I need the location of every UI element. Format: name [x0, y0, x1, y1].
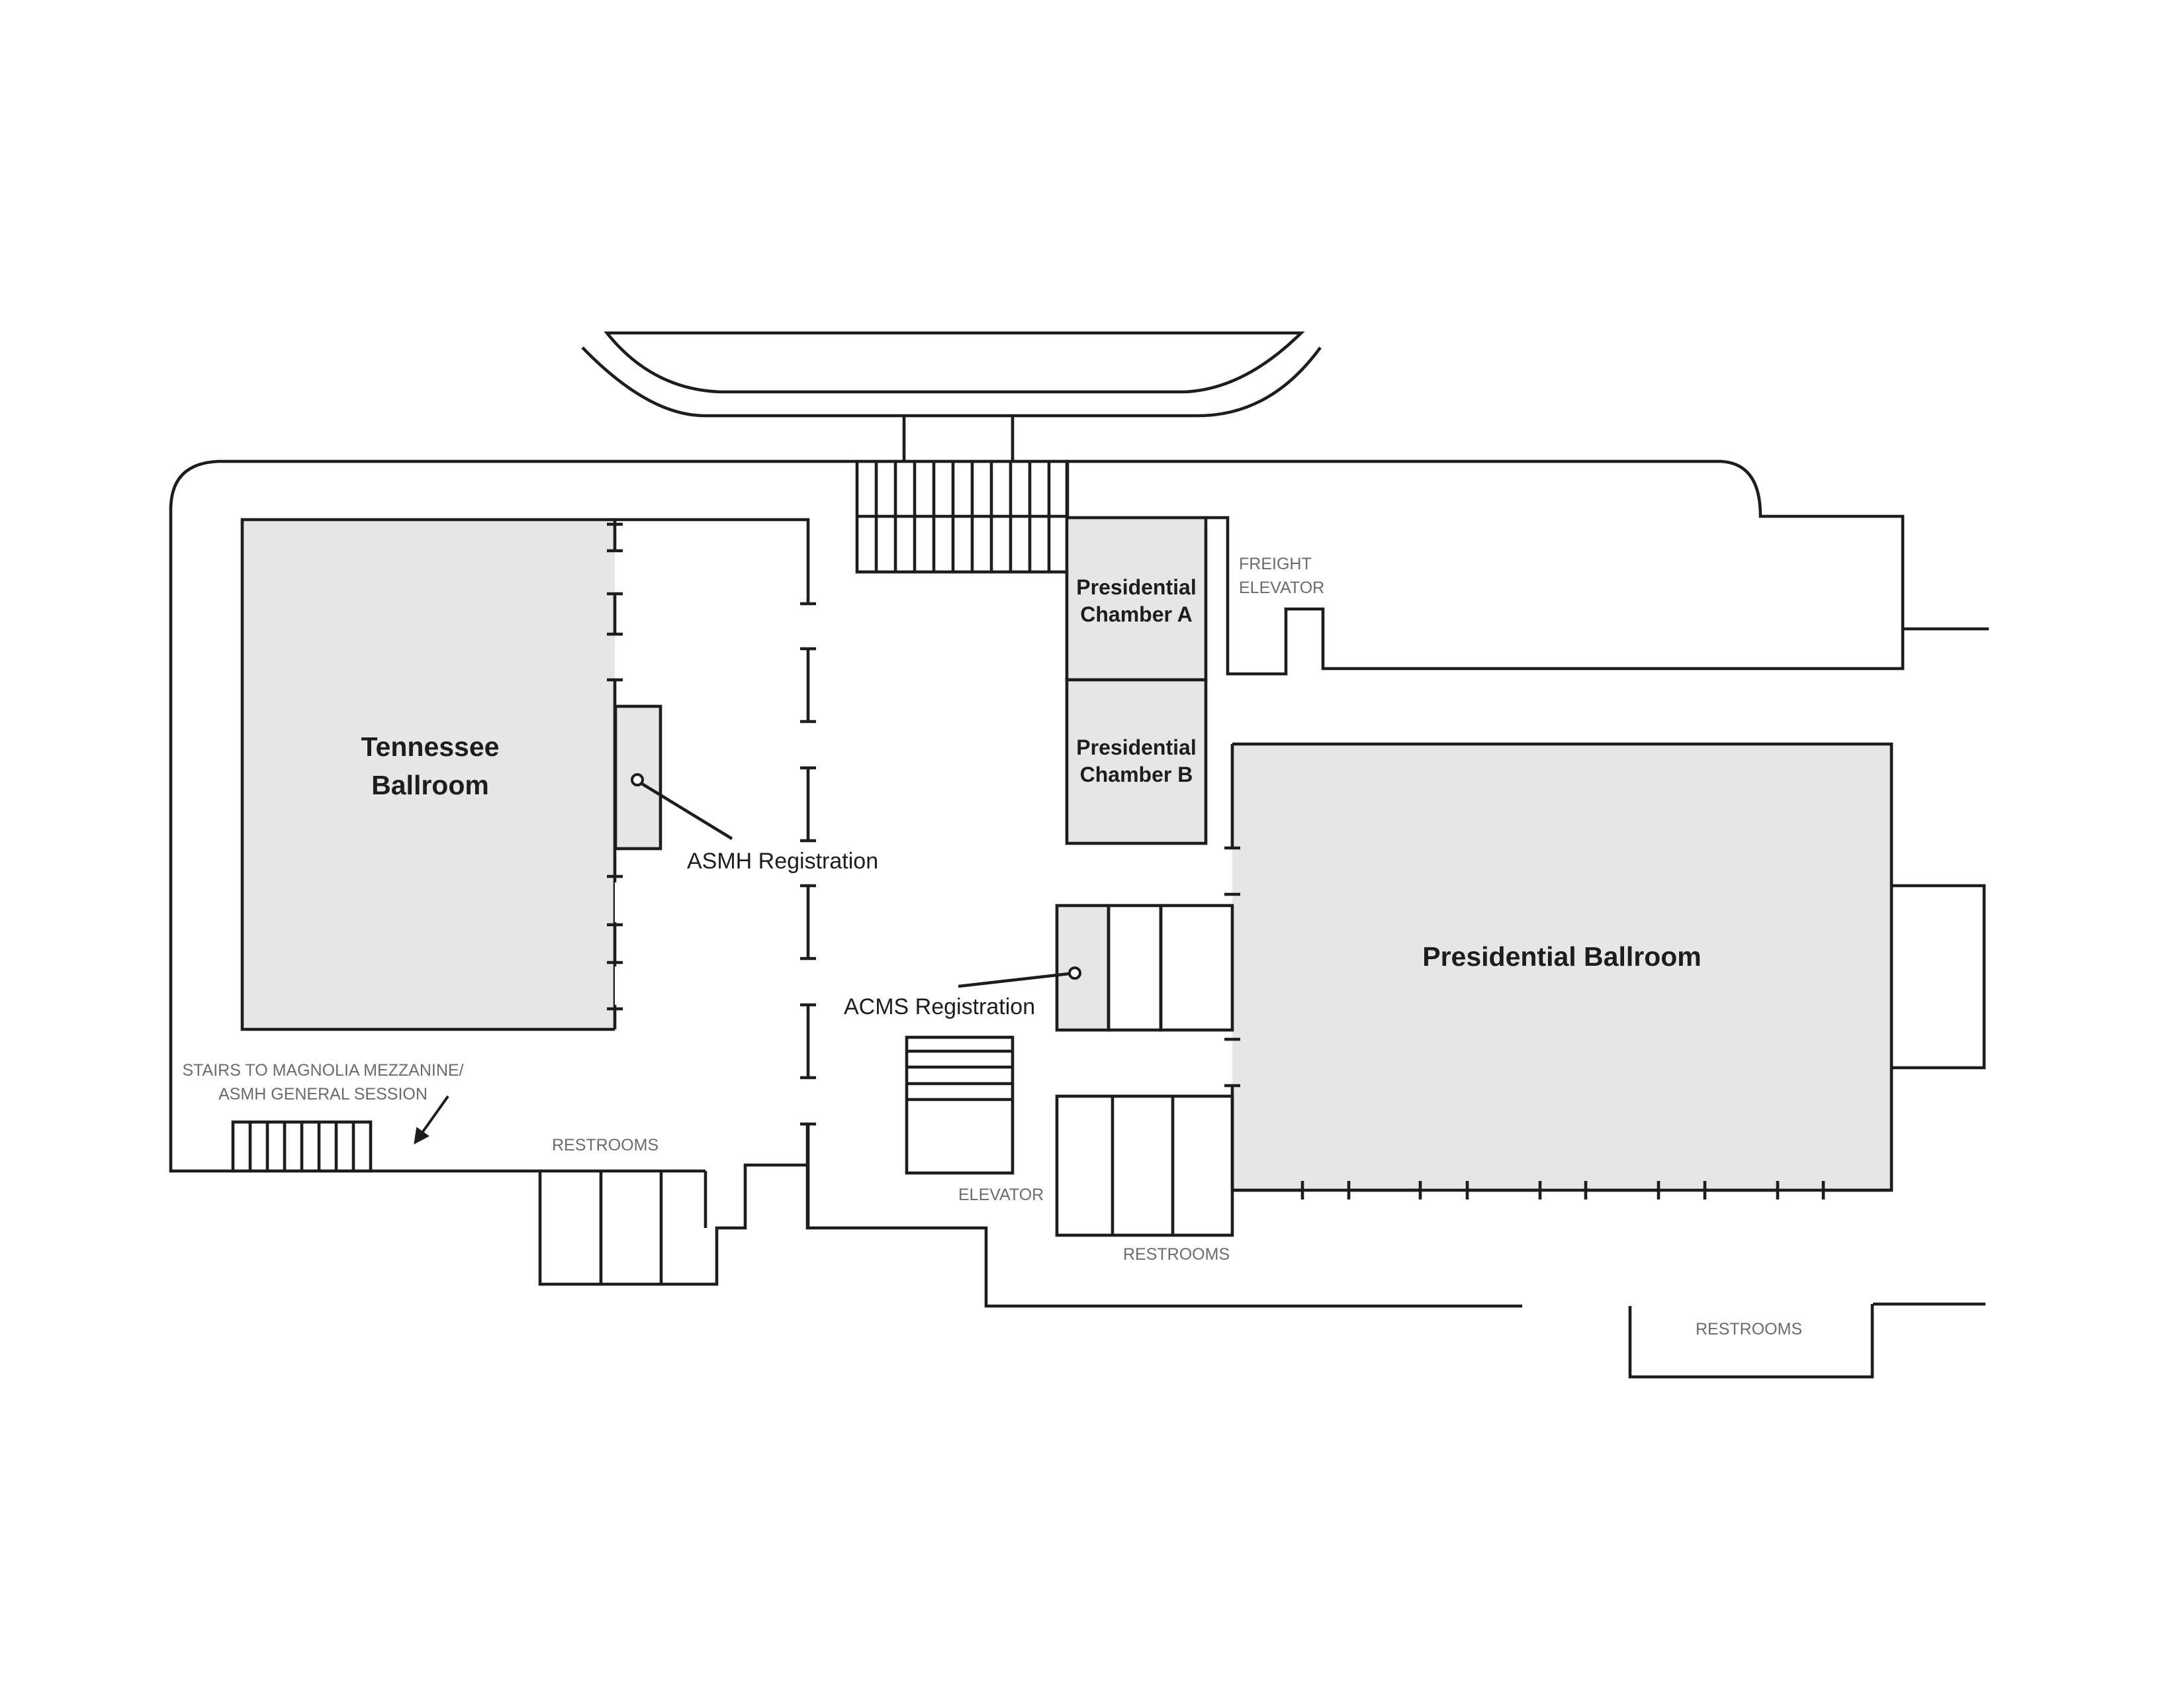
presidential-chamber-b[interactable]: Presidential Chamber B	[1065, 678, 1208, 845]
chamber-b-label-line2: Chamber B	[1080, 763, 1193, 786]
restrooms-right: RESTROOMS	[1628, 1304, 1874, 1379]
acms-registration-pin-icon	[1068, 966, 1081, 980]
chamber-a-label-line1: Presidential	[1076, 575, 1196, 599]
stairs-label-line2: ASMH GENERAL SESSION	[218, 1085, 428, 1103]
building-outline	[169, 416, 1989, 1308]
chamber-a-label-line2: Chamber A	[1080, 602, 1193, 626]
presidential-chamber-a[interactable]: Presidential Chamber A	[1065, 516, 1208, 682]
main-stairs	[855, 459, 1069, 574]
acms-registration-label: ACMS Registration	[844, 994, 1035, 1019]
presidential-ballroom[interactable]: Presidential Ballroom	[1232, 742, 1893, 1192]
entrance-canopy	[581, 331, 1322, 418]
chamber-b-label-line1: Presidential	[1076, 735, 1196, 759]
restrooms-center: RESTROOMS	[1055, 1094, 1234, 1264]
elevator-label: ELEVATOR	[958, 1186, 1044, 1204]
freight-elevator-label-line1: FREIGHT	[1239, 555, 1312, 573]
corridor-partition	[800, 545, 816, 1228]
tennessee-doors	[607, 518, 810, 1029]
presidential-ballroom-label: Presidential Ballroom	[1422, 941, 1702, 972]
presidential-ballroom-bottom-doors	[1232, 1181, 1891, 1199]
tennessee-ballroom[interactable]: Tennessee Ballroom	[240, 518, 615, 1031]
restrooms-left-label: RESTROOMS	[552, 1136, 659, 1154]
tennessee-ballroom-label-line2: Ballroom	[371, 770, 489, 800]
asmh-registration-booth[interactable]: ASMH Registration	[614, 704, 878, 874]
stairs-label-line1: STAIRS TO MAGNOLIA MEZZANINE/	[182, 1061, 463, 1080]
freight-elevator: FREIGHT ELEVATOR	[1239, 555, 1324, 597]
acms-registration-area[interactable]: ACMS Registration	[844, 904, 1234, 1032]
elevator: ELEVATOR	[905, 1035, 1044, 1204]
asmh-registration-label: ASMH Registration	[687, 849, 878, 874]
arrow-down-left-icon	[414, 1095, 449, 1145]
restrooms-center-label: RESTROOMS	[1123, 1245, 1230, 1264]
freight-elevator-label-line2: ELEVATOR	[1239, 579, 1324, 597]
mezzanine-stairs: STAIRS TO MAGNOLIA MEZZANINE/ ASMH GENER…	[182, 1061, 464, 1173]
restrooms-left: RESTROOMS	[540, 1136, 707, 1284]
ballroom-east-annex	[1891, 884, 1986, 1070]
restrooms-right-label: RESTROOMS	[1696, 1320, 1802, 1338]
asmh-registration-pin-icon	[631, 773, 644, 786]
tennessee-ballroom-label-line1: Tennessee	[361, 731, 500, 762]
